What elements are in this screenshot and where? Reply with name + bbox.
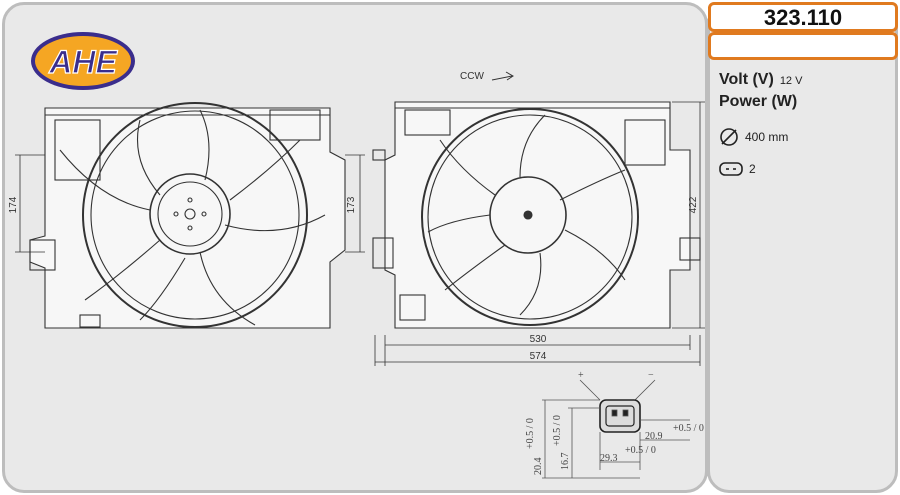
dim-16-7: 16.7: [560, 453, 571, 471]
dim-422: 422: [688, 196, 699, 213]
volt-label: Volt (V): [719, 71, 774, 88]
part-number: 323.110: [708, 2, 898, 32]
dim-174: 174: [8, 196, 19, 213]
connector-detail: [542, 379, 690, 479]
secondary-code: [708, 32, 898, 60]
spec-connector: 2: [719, 161, 756, 177]
fan-front-view: [372, 101, 701, 329]
volt-value: 12 V: [779, 75, 803, 87]
fan-rear-view: [29, 102, 346, 329]
rotation-label: CCW: [460, 71, 484, 82]
dim-29-3: 29.3: [600, 453, 618, 464]
info-panel: [707, 2, 898, 493]
dim-530: 530: [530, 334, 547, 345]
logo-text: AHE: [48, 44, 118, 80]
dims-right: [374, 101, 705, 366]
dim-173: 173: [346, 196, 357, 213]
dim-574: 574: [530, 351, 547, 362]
dim-20-4: 20.4: [533, 458, 544, 476]
dim-29-3-tol: +0.5 / 0: [625, 445, 656, 456]
dim-16-7-tol: +0.5 / 0: [552, 415, 563, 446]
connector-value: 2: [749, 162, 756, 176]
dim-20-9: 20.9: [645, 431, 663, 442]
diameter-icon: [720, 128, 738, 146]
spec-power: Power (W): [719, 93, 803, 111]
dim-20-4-tol: +0.5 / 0: [525, 418, 536, 449]
connector-minus: −: [648, 370, 654, 381]
diameter-value: 400 mm: [745, 130, 789, 144]
connector-plus: +: [578, 370, 584, 381]
rotation-arrow: [491, 71, 514, 81]
spec-volt: Volt (V) 12 V: [719, 71, 802, 89]
ahe-logo: AHE: [31, 32, 135, 90]
dim-20-9-tol: +0.5 / 0: [673, 423, 704, 434]
power-label: Power (W): [719, 93, 798, 110]
spec-diameter: 400 mm: [719, 127, 788, 147]
connector-icon: [719, 162, 743, 176]
dims-left: [15, 154, 365, 253]
